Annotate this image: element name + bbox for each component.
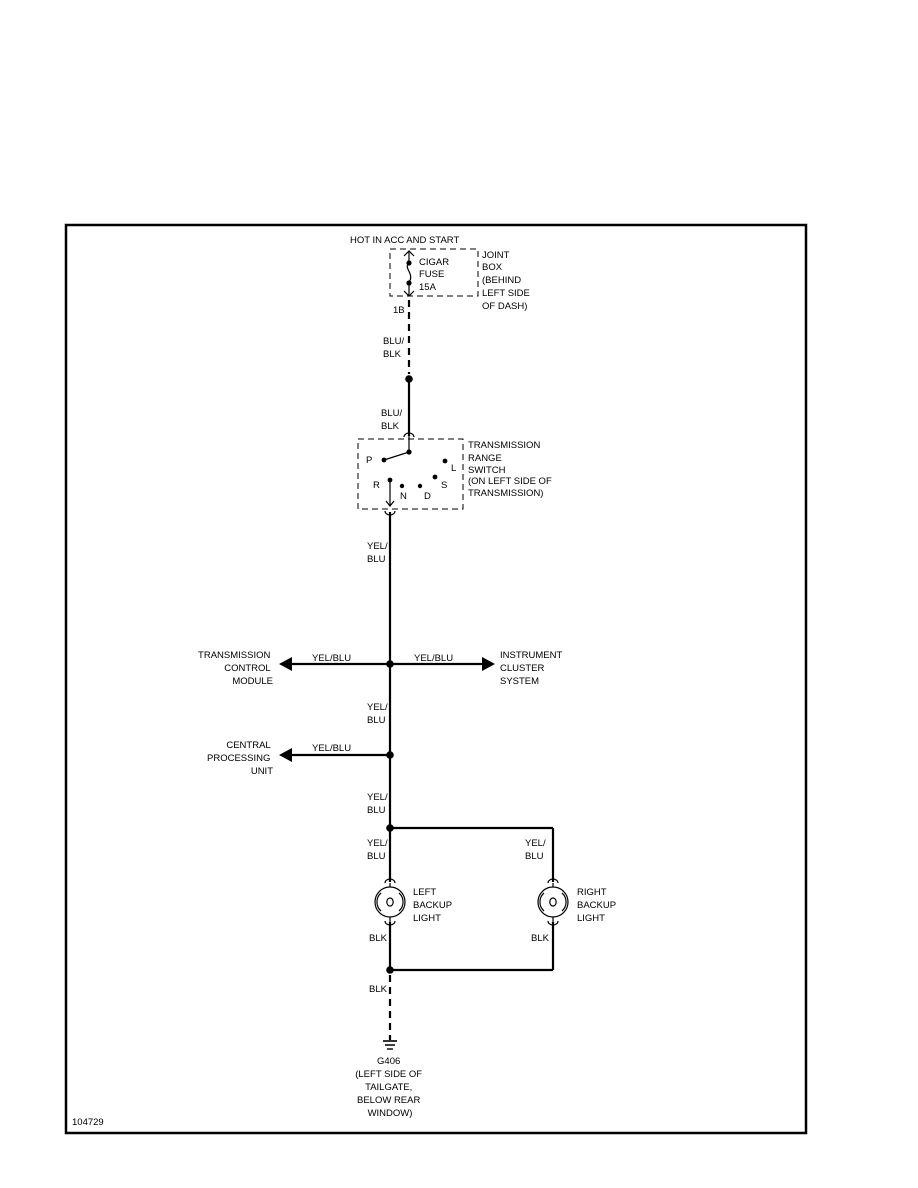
wire-label-yel-blu-trs: YEL/ BLU	[367, 541, 390, 565]
cpu-arrow-icon	[279, 748, 292, 762]
cluster-label: INSTRUMENT CLUSTER SYSTEM	[500, 650, 565, 687]
wire-label-yel-blu-left: YEL/ BLU	[367, 838, 390, 862]
splice-dot-5	[386, 966, 394, 974]
trs-pos-s: S	[441, 480, 447, 491]
right-lamp-bulb-icon	[537, 878, 569, 926]
right-lamp-label: RIGHT BACKUP LIGHT	[577, 887, 619, 924]
diagram-frame	[64, 223, 808, 1135]
trs-outline	[357, 438, 464, 510]
trs-pos-l: L	[451, 463, 456, 474]
wire-label-blk-right: BLK	[531, 933, 550, 944]
wire-label-blk-ground: BLK	[369, 984, 388, 995]
tcm-label: TRANSMISSION CONTROL MODULE	[198, 650, 273, 687]
ground-icon	[383, 1040, 397, 1050]
tcm-arrow-icon	[279, 657, 292, 671]
wire-label-blk-left: BLK	[369, 933, 388, 944]
cluster-arrow-icon	[482, 657, 495, 671]
trs-switch-symbol	[381, 432, 448, 516]
source-label: HOT IN ACC AND START	[350, 235, 459, 246]
wire-label-blu-blk-1: BLU/ BLK	[383, 336, 407, 360]
wire-label-yel-blu-mid1: YEL/ BLU	[367, 702, 390, 726]
left-lamp-bulb-icon	[374, 878, 406, 926]
cpu-label: CENTRAL PROCESSING UNIT	[207, 740, 273, 777]
trs-pos-r: R	[373, 480, 380, 491]
figure-number: 104729	[72, 1117, 104, 1128]
fuse-terminal-label: 1B	[393, 305, 405, 316]
trs-pos-n: N	[400, 491, 407, 502]
joint-box-label: JOINT BOX (BEHIND LEFT SIDE OF DASH)	[482, 250, 533, 312]
cluster-wire-label: YEL/BLU	[414, 653, 453, 664]
fuse-symbol	[403, 250, 415, 297]
wire-label-yel-blu-mid2: YEL/ BLU	[367, 792, 390, 816]
left-lamp-label: LEFT BACKUP LIGHT	[413, 887, 455, 924]
wire-label-blu-blk-2: BLU/ BLK	[381, 408, 405, 432]
wire-label-yel-blu-right: YEL/ BLU	[525, 838, 548, 862]
trs-pos-d: D	[424, 491, 431, 502]
trs-label: TRANSMISSION RANGE SWITCH (ON LEFT SIDE …	[468, 440, 554, 499]
cpu-wire-label: YEL/BLU	[312, 743, 351, 754]
trs-pos-p: P	[366, 455, 372, 466]
tcm-wire-label: YEL/BLU	[312, 653, 351, 664]
ground-label: G406 (LEFT SIDE OF TAILGATE, BELOW REAR …	[355, 1056, 425, 1119]
joint-box-outline	[389, 248, 479, 297]
fuse-label: CIGAR FUSE 15A	[419, 257, 452, 293]
